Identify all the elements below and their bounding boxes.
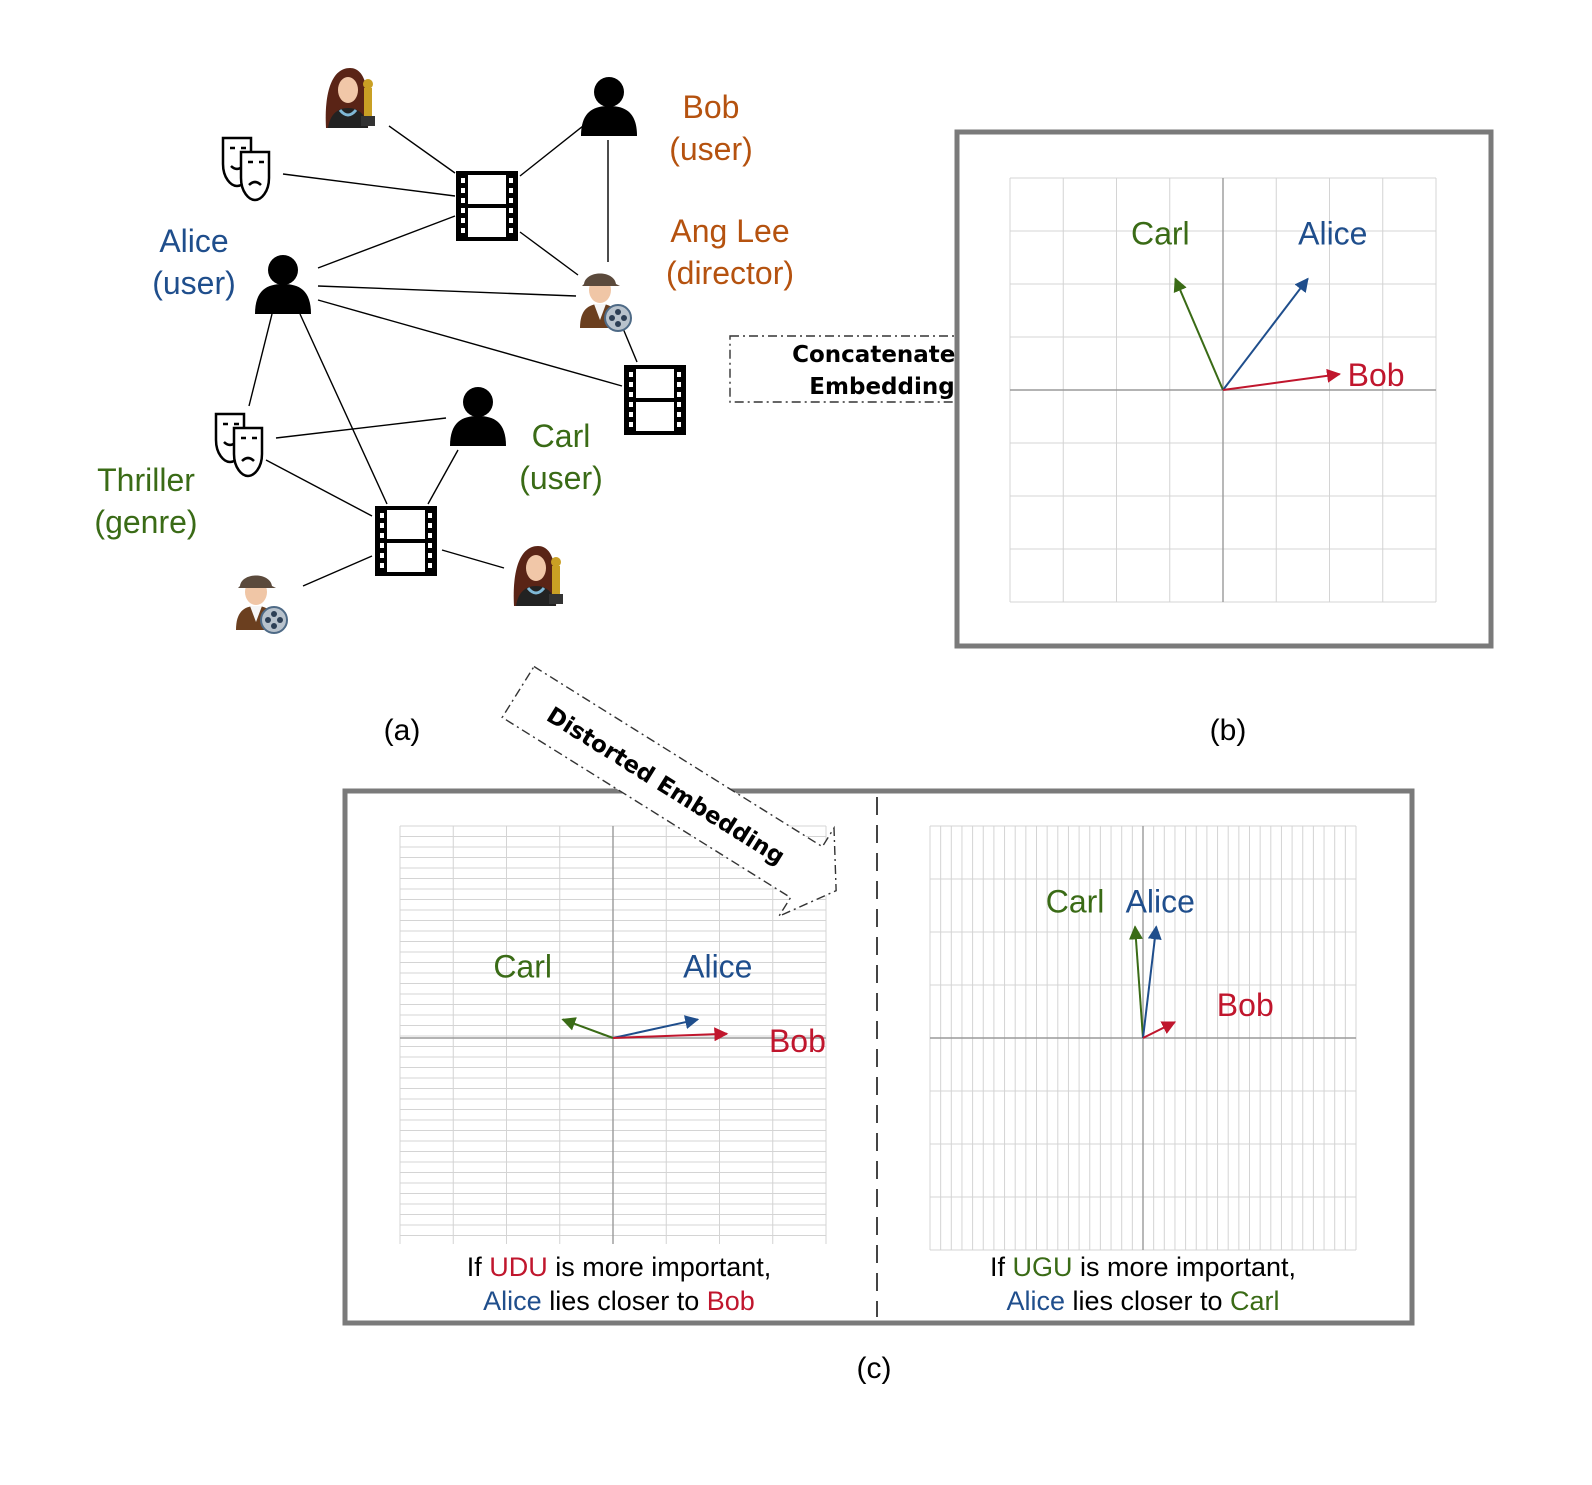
left-note-metapath: UDU (489, 1252, 548, 1282)
vector-label-alice: Alice (1298, 216, 1367, 252)
vector-carl (561, 1017, 614, 1039)
vector-label-bob: Bob (1348, 357, 1405, 393)
theater-masks-icon (221, 136, 271, 202)
edge-alice-masks2 (248, 313, 273, 407)
vector-carl (1173, 277, 1224, 391)
vector-label-bob: Bob (769, 1023, 826, 1059)
panel-a-graph: Bob (user) Ang Lee (director) Alice (use… (94, 66, 794, 747)
user-icon-bob (581, 77, 637, 136)
actress-icon (324, 66, 377, 130)
vector-label-alice: Alice (683, 948, 752, 984)
panel-c-right-grid (929, 825, 1357, 1251)
vector-label-carl: Carl (1046, 884, 1105, 920)
right-note-line2: Alice lies closer to Carl (1006, 1286, 1279, 1316)
edge-director2-film3 (302, 555, 373, 587)
actress-icon (512, 544, 565, 608)
node-label-anglee-role: (director) (666, 255, 794, 291)
edge-alice-film2 (317, 299, 623, 387)
vector-alice (1222, 277, 1309, 391)
node-label-carl-role: (user) (519, 460, 603, 496)
node-label-alice-role: (user) (152, 265, 236, 301)
panel-c-caption: (c) (857, 1352, 892, 1385)
edge-alice-anglee (317, 285, 577, 297)
director-icon (235, 574, 288, 634)
node-label-alice-name: Alice (159, 223, 228, 259)
edge-carl-film3 (427, 449, 459, 505)
edge-masks2-film3 (265, 459, 373, 517)
vector-alice (1142, 925, 1162, 1039)
node-label-thriller-name: Thriller (97, 462, 195, 498)
graph-edges (248, 125, 638, 587)
vector-label-bob: Bob (1217, 987, 1274, 1023)
edge-actress-film1 (388, 125, 456, 174)
node-label-anglee-name: Ang Lee (670, 213, 789, 249)
node-label-bob-role: (user) (669, 131, 753, 167)
right-note-line1: If UGU is more important, (990, 1252, 1296, 1282)
node-label-carl-name: Carl (532, 418, 591, 454)
left-note-line2: Alice lies closer to Bob (483, 1286, 755, 1316)
panel-b-grid (1009, 177, 1437, 603)
vector-bob (1142, 1021, 1177, 1039)
edge-film3-actress2 (441, 549, 505, 569)
vector-bob (1222, 368, 1341, 391)
edge-masks2-carl (275, 417, 447, 439)
edge-alice-film1 (317, 215, 456, 269)
theater-masks-icon (214, 412, 264, 478)
user-icon-alice (255, 255, 311, 314)
edge-film1-bob (519, 125, 584, 177)
panel-c-left-grid (399, 825, 827, 1244)
panel-a-caption: (a) (384, 714, 421, 747)
film-icon (456, 171, 518, 241)
vector-carl (1128, 925, 1144, 1039)
edge-anglee-film2 (621, 325, 638, 363)
node-label-bob-name: Bob (683, 89, 740, 125)
node-label-thriller-role: (genre) (94, 504, 197, 540)
vector-bob (612, 1027, 729, 1042)
concatenated-label-line1: Concatenated (792, 342, 972, 368)
vector-label-carl: Carl (1131, 216, 1190, 252)
right-note-metapath: UGU (1012, 1252, 1072, 1282)
concatenated-label-line2: Embedding (809, 374, 954, 400)
director-icon (579, 272, 632, 332)
film-icon (375, 506, 437, 576)
vector-alice (612, 1015, 700, 1039)
edge-masks-film1 (282, 173, 456, 197)
left-note-line1: If UDU is more important, (467, 1252, 772, 1282)
vector-label-alice: Alice (1126, 884, 1195, 920)
user-icon-carl (450, 387, 506, 446)
film-icon (624, 365, 686, 435)
edge-film1-anglee (519, 231, 579, 276)
vector-label-carl: Carl (493, 948, 552, 984)
panel-b-caption: (b) (1210, 714, 1247, 747)
edge-alice-film3 (299, 313, 388, 505)
